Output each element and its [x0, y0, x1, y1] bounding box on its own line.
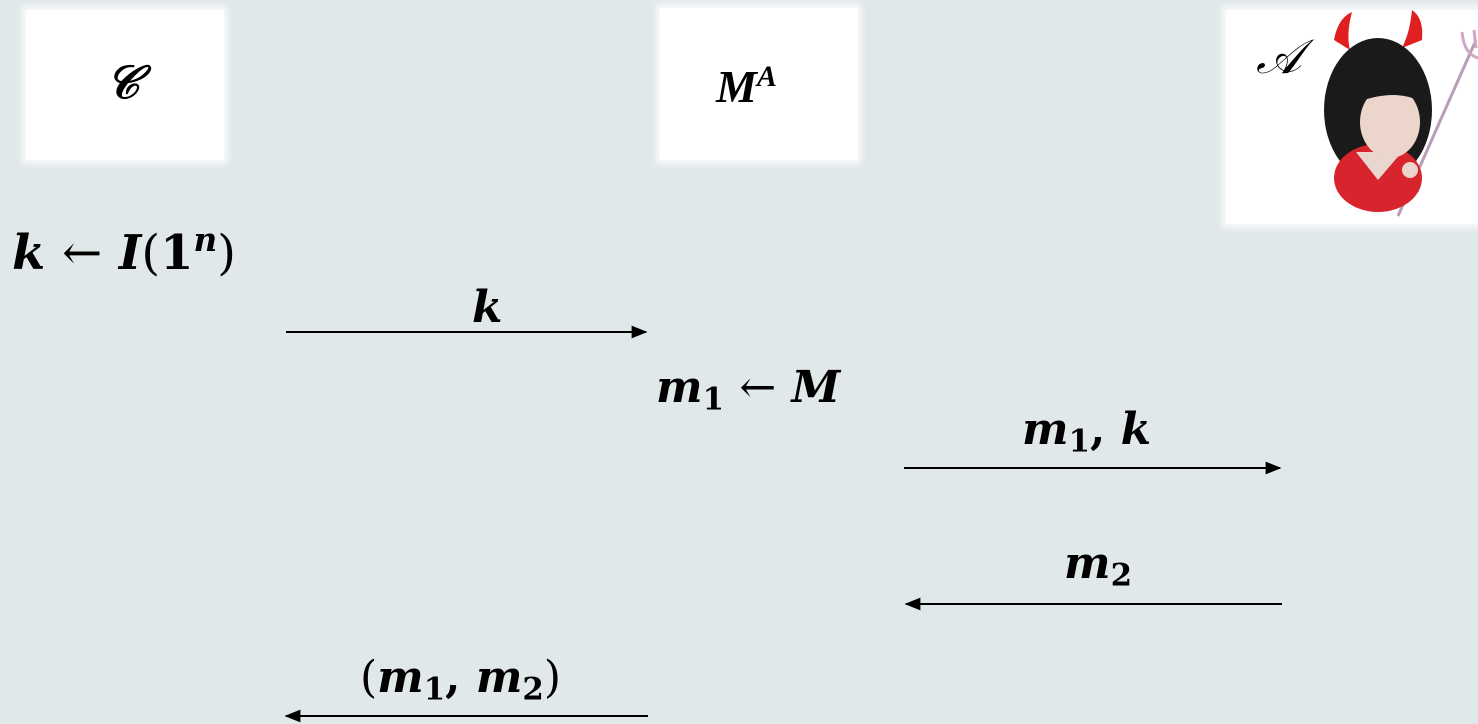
- comma: ,: [1090, 404, 1106, 455]
- sample-m1-step: m1 ← M: [656, 362, 840, 418]
- message-space: M: [791, 362, 841, 413]
- adversary-box: [1226, 10, 1478, 224]
- middle-party-box: [660, 8, 858, 160]
- m1-var: m: [656, 362, 703, 413]
- devil-girl-icon: [1324, 10, 1478, 217]
- m1-subscript: 1: [1068, 423, 1090, 460]
- assign-arrow: ←: [61, 224, 103, 281]
- challenger-box: [26, 10, 224, 160]
- assign-arrow: ←: [739, 362, 777, 413]
- key-generation-step: k ← I(1n): [12, 220, 236, 281]
- security-param-exponent: n: [193, 220, 218, 259]
- m2-subscript: 2: [522, 671, 544, 708]
- close-paren: ): [217, 224, 236, 281]
- m1-subscript: 1: [423, 671, 446, 708]
- security-param-one: 1: [160, 224, 194, 281]
- key-variable: k: [12, 224, 46, 281]
- m1-var: m: [1022, 404, 1069, 455]
- challenger-label: 𝒞: [106, 57, 140, 108]
- m1-subscript: 1: [702, 381, 724, 418]
- message-output-label: (m1, m2): [360, 652, 561, 708]
- m2-var: m: [475, 652, 523, 703]
- m2-subscript: 2: [1110, 557, 1132, 594]
- message-k-var: k: [472, 282, 503, 333]
- open-paren: (: [141, 224, 161, 281]
- keygen-function: I: [118, 224, 142, 281]
- m2-var: m: [1064, 538, 1111, 589]
- comma: ,: [445, 652, 461, 703]
- close-paren: ): [543, 652, 561, 703]
- message-k-label: k: [472, 282, 503, 333]
- open-paren: (: [360, 652, 378, 703]
- k-var: k: [1120, 404, 1152, 455]
- middle-party-label: MA: [716, 60, 777, 113]
- message-m2-label: m2: [1064, 538, 1132, 594]
- middle-party-superscript: A: [756, 60, 777, 93]
- adversary-label: 𝒜: [1256, 31, 1302, 84]
- message-m1-k-label: m1, k: [1022, 404, 1151, 460]
- middle-party-name: M: [716, 61, 757, 112]
- m1-var: m: [377, 652, 424, 703]
